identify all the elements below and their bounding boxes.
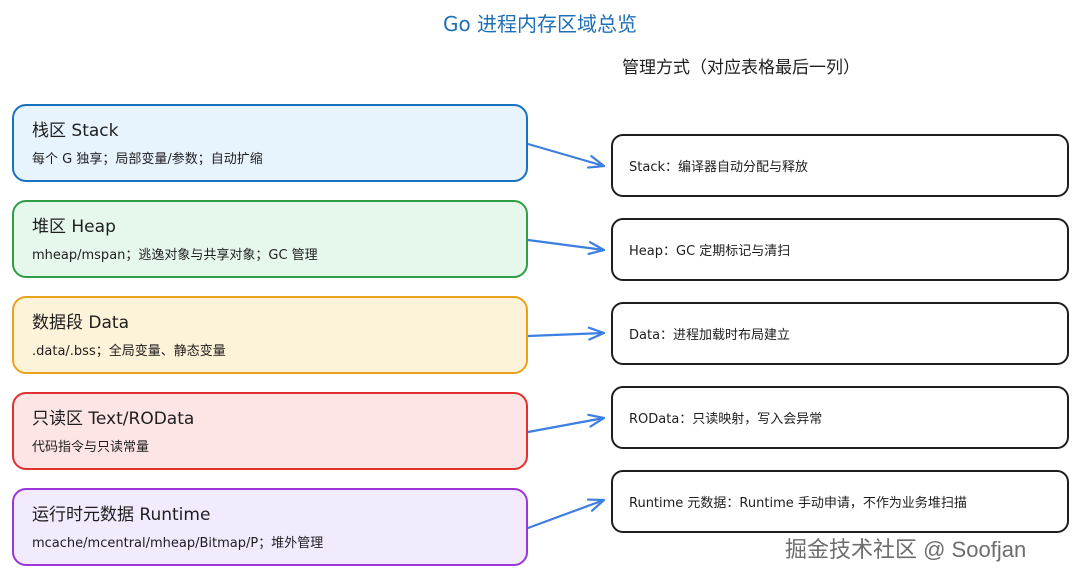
arrow-0 <box>526 142 606 168</box>
arrowhead-3 <box>587 413 606 428</box>
management-text: ROData：只读映射，写入会异常 <box>629 412 823 427</box>
arrow-2 <box>526 331 606 338</box>
watermark: 掘金技术社区 @ Soofjan <box>785 537 1027 562</box>
management-stack: Stack：编译器自动分配与释放 <box>611 134 1069 197</box>
management-text: Heap：GC 定期标记与清扫 <box>629 244 791 259</box>
management-text: Runtime 元数据：Runtime 手动申请，不作为业务堆扫描 <box>629 496 967 511</box>
diagram-title: Go 进程内存区域总览 <box>442 12 638 36</box>
arrow-3 <box>526 416 606 434</box>
region-name: 堆区 Heap <box>32 217 116 237</box>
management-data: Data：进程加载时布局建立 <box>611 302 1069 365</box>
arrowhead-2 <box>587 326 606 341</box>
management-column-heading: 管理方式（对应表格最后一列） <box>622 58 860 78</box>
region-name: 运行时元数据 Runtime <box>32 505 211 525</box>
region-description: mheap/mspan；逃逸对象与共享对象；GC 管理 <box>32 248 318 263</box>
arrowhead-0 <box>586 155 606 169</box>
region-description: 代码指令与只读常量 <box>32 440 150 455</box>
management-text: Data：进程加载时布局建立 <box>629 328 791 343</box>
management-runtime: Runtime 元数据：Runtime 手动申请，不作为业务堆扫描 <box>611 470 1069 533</box>
region-name: 栈区 Stack <box>32 121 119 141</box>
region-data: 数据段 Data .data/.bss；全局变量、静态变量 <box>12 296 528 374</box>
management-rodata: ROData：只读映射，写入会异常 <box>611 386 1069 449</box>
management-text: Stack：编译器自动分配与释放 <box>629 160 808 175</box>
region-rodata: 只读区 Text/ROData 代码指令与只读常量 <box>12 392 528 470</box>
region-name: 数据段 Data <box>32 313 129 333</box>
region-runtime: 运行时元数据 Runtime mcache/mcentral/mheap/Bit… <box>12 488 528 566</box>
arrow-4 <box>526 498 606 530</box>
region-stack: 栈区 Stack 每个 G 独享；局部变量/参数；自动扩缩 <box>12 104 528 182</box>
arrow-1 <box>526 238 606 252</box>
arrowhead-4 <box>586 498 606 512</box>
region-name: 只读区 Text/ROData <box>32 409 195 429</box>
region-heap: 堆区 Heap mheap/mspan；逃逸对象与共享对象；GC 管理 <box>12 200 528 278</box>
region-description: 每个 G 独享；局部变量/参数；自动扩缩 <box>32 152 263 167</box>
management-heap: Heap：GC 定期标记与清扫 <box>611 218 1069 281</box>
region-description: mcache/mcentral/mheap/Bitmap/P；堆外管理 <box>32 536 324 551</box>
region-description: .data/.bss；全局变量、静态变量 <box>32 344 226 359</box>
arrowhead-1 <box>587 241 606 256</box>
